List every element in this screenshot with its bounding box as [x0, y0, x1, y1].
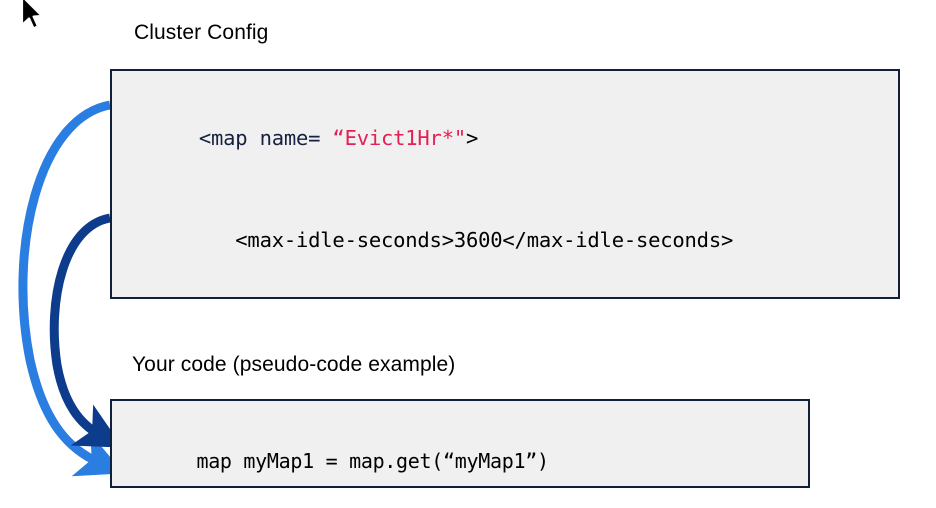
code-token: <max-idle-seconds>3600</max-idle-seconds… [198, 228, 734, 252]
arrow-default-to-mymap1 [49, 213, 123, 448]
mouse-pointer-icon [20, 0, 44, 30]
code-line: <map name= “Evict1Hr*"> [126, 87, 898, 189]
code-line: </map> [126, 291, 898, 297]
your-code-label: Your code (pseudo-code example) [132, 353, 456, 376]
cluster-config-code-box: <map name= “Evict1Hr*"> <max-idle-second… [110, 69, 900, 299]
code-token: > [465, 126, 479, 150]
arrow-evict1hr-to-mymap2 [18, 100, 124, 477]
code-token: <map name= [198, 126, 333, 150]
your-code-box: map myMap1 = map.get(“myMap1”) map myMap… [110, 399, 810, 488]
code-line: <max-idle-seconds>3600</max-idle-seconds… [126, 189, 898, 291]
code-token: map myMap1 = map.get(“myMap1”) [196, 449, 549, 473]
code-line: map myMap1 = map.get(“myMap1”) [126, 412, 808, 486]
cluster-config-label: Cluster Config [134, 21, 269, 44]
code-token: “Evict1Hr*" [332, 126, 466, 150]
